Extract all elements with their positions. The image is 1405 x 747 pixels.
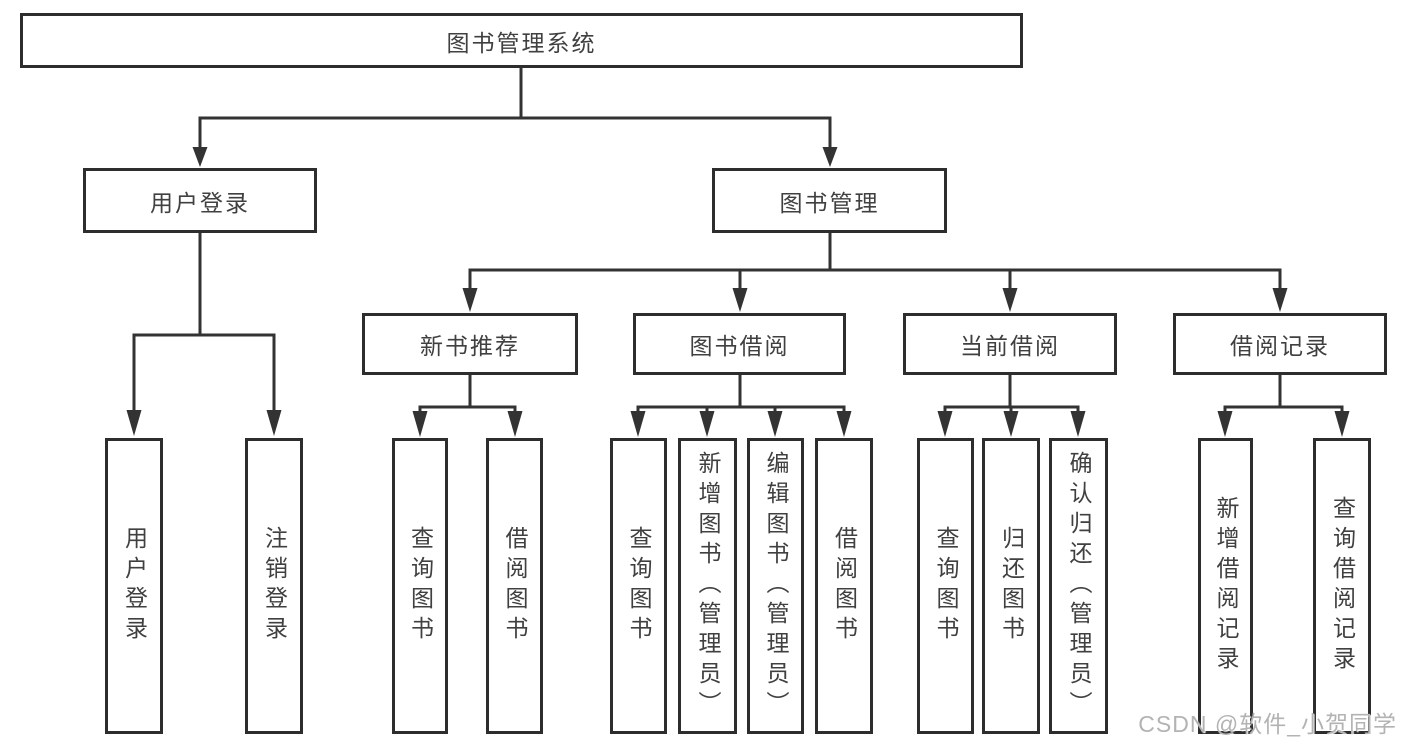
leaf-br-query-record: 查询借阅记录	[1313, 438, 1371, 734]
node-user-login: 用户登录	[83, 168, 317, 233]
leaf-br-query-record-label: 查询借阅记录	[1329, 496, 1356, 676]
leaf-bb-edit-books-admin-label: 编辑图书（管理员）	[763, 451, 789, 721]
leaf-rec-query-books-label: 查询图书	[407, 526, 434, 646]
leaf-rec-query-books: 查询图书	[392, 438, 448, 734]
leaf-bb-add-books-admin-label: 新增图书（管理员）	[695, 451, 721, 721]
csdn-watermark: CSDN @软件_小贺同学	[1138, 711, 1397, 737]
leaf-cb-confirm-return-admin-label: 确认归还（管理员）	[1066, 451, 1092, 721]
leaf-br-add-record: 新增借阅记录	[1198, 438, 1253, 734]
node-borrowing-records: 借阅记录	[1173, 313, 1387, 375]
leaf-bb-query-books-label: 查询图书	[626, 526, 652, 646]
leaf-bb-borrow-books: 借阅图书	[815, 438, 873, 734]
leaf-bb-query-books: 查询图书	[610, 438, 667, 734]
leaf-cb-return-books-label: 归还图书	[998, 526, 1025, 646]
leaf-logout-label: 注销登录	[261, 526, 288, 646]
leaf-bb-edit-books-admin: 编辑图书（管理员）	[747, 438, 804, 734]
leaf-cb-confirm-return-admin: 确认归还（管理员）	[1049, 438, 1108, 734]
leaf-br-add-record-label: 新增借阅记录	[1213, 496, 1239, 676]
leaf-cb-query-books: 查询图书	[917, 438, 974, 734]
leaf-bb-add-books-admin: 新增图书（管理员）	[678, 438, 737, 734]
leaf-rec-borrow-books-label: 借阅图书	[502, 526, 528, 646]
node-book-borrowing: 图书借阅	[633, 313, 846, 375]
leaf-logout: 注销登录	[245, 438, 303, 734]
leaf-user-login: 用户登录	[105, 438, 163, 734]
node-current-borrowing: 当前借阅	[903, 313, 1117, 375]
leaf-user-login-label: 用户登录	[121, 526, 148, 646]
leaf-cb-query-books-label: 查询图书	[933, 526, 959, 646]
leaf-cb-return-books: 归还图书	[982, 438, 1040, 734]
node-root-system: 图书管理系统	[20, 13, 1023, 68]
leaf-rec-borrow-books: 借阅图书	[486, 438, 543, 734]
node-new-book-recommend: 新书推荐	[362, 313, 578, 375]
node-book-management: 图书管理	[712, 168, 947, 233]
leaf-bb-borrow-books-label: 借阅图书	[831, 526, 858, 646]
